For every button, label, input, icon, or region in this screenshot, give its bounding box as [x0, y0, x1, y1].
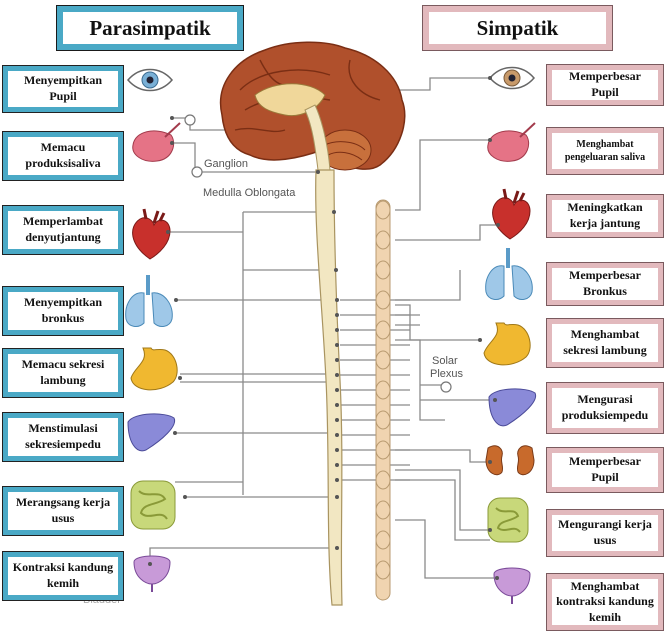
symp-effect-label: Menghambat pengeluaran saliva — [552, 133, 658, 169]
parasympathetic-title: Parasimpatik — [63, 12, 237, 44]
para-effect-bile: Menstimulasi sekresiempedu — [2, 412, 124, 462]
spinal-cord — [315, 169, 343, 606]
para-effect-bladder: Kontraksi kandung kemih — [2, 551, 124, 601]
ganglia — [184, 114, 452, 393]
symp-effect-saliva: Menghambat pengeluaran saliva — [546, 127, 664, 175]
symp-effect-bile: Mengurasi produksiempedu — [546, 382, 664, 434]
symp-effect-stomach: Menghambat sekresi lambung — [546, 318, 664, 368]
symp-effect-bladder: Menghambat kontraksi kandung kemih — [546, 573, 664, 631]
heart-icon — [132, 208, 171, 260]
spinal-nodes — [316, 170, 339, 550]
para-effect-bronchi: Menyempitkan bronkus — [2, 286, 124, 336]
para-effect-intestine: Merangsang kerja usus — [2, 486, 124, 536]
para-effect-label: Memperlambat denyutjantung — [8, 211, 118, 249]
para-effect-label: Merangsang kerja usus — [8, 492, 118, 530]
intestines-icon — [487, 497, 529, 543]
symp-effect-intestine: Mengurangi kerja usus — [546, 509, 664, 557]
stomach-icon — [130, 347, 178, 391]
organ-dots — [148, 76, 500, 580]
symp-effect-pupil: Memperbesar Pupil — [546, 64, 664, 106]
parasympathetic-header: Parasimpatik — [56, 5, 244, 51]
bladder-icon — [493, 567, 531, 604]
para-effect-saliva: Memacu produksisaliva — [2, 131, 124, 181]
liver-icon — [127, 413, 176, 452]
kidneys-icon — [485, 445, 535, 476]
symp-effect-bronchi: Memperbesar Bronkus — [546, 262, 664, 306]
heart-icon — [492, 188, 531, 240]
para-effect-label: Menstimulasi sekresiempedu — [8, 418, 118, 456]
ganglion-label: Ganglion — [204, 158, 249, 170]
para-effect-label: Memacu produksisaliva — [8, 137, 118, 175]
salivary-gland-icon — [132, 122, 181, 162]
solar-plexus-label-2: Plexus — [430, 368, 464, 380]
symp-effect-label: Menghambat kontraksi kandung kemih — [552, 579, 658, 625]
symp-effect-label: Meningkatkan kerja jantung — [552, 200, 658, 232]
medulla-label: Medulla Oblongata — [203, 187, 296, 199]
salivary-gland-icon — [487, 122, 536, 162]
symp-effect-label: Mengurangi kerja usus — [552, 515, 658, 551]
sympathetic-header: Simpatik — [422, 5, 613, 51]
para-effect-label: Menyempitkan bronkus — [8, 292, 118, 330]
symp-effect-kidney: Memperbesar Pupil — [546, 447, 664, 493]
lungs-icon — [125, 275, 173, 327]
para-effect-stomach: Memacu sekresi lambung — [2, 348, 124, 398]
para-effect-label: Kontraksi kandung kemih — [8, 557, 118, 595]
eye-icon — [489, 66, 535, 90]
eye-icon — [127, 68, 173, 92]
symp-effect-heart: Meningkatkan kerja jantung — [546, 194, 664, 238]
symp-effect-label: Memperbesar Pupil — [552, 453, 658, 487]
lungs-icon — [485, 248, 533, 300]
liver-icon — [488, 388, 537, 427]
symp-effect-label: Memperbesar Pupil — [552, 69, 658, 100]
brain — [219, 41, 406, 171]
para-effect-label: Memacu sekresi lambung — [8, 354, 118, 392]
sympathetic-title: Simpatik — [429, 12, 606, 44]
intestines-icon — [130, 480, 176, 530]
para-effect-label: Menyempitkan Pupil — [8, 71, 118, 107]
sympathetic-chain — [375, 199, 391, 601]
para-effect-pupil: Menyempitkan Pupil — [2, 65, 124, 113]
symp-effect-label: Memperbesar Bronkus — [552, 268, 658, 300]
solar-plexus-label-1: Solar — [432, 355, 458, 367]
symp-effect-label: Mengurasi produksiempedu — [552, 388, 658, 428]
stomach-icon — [483, 322, 531, 366]
para-effect-heart: Memperlambat denyutjantung — [2, 205, 124, 255]
bladder-icon — [133, 555, 171, 592]
symp-effect-label: Menghambat sekresi lambung — [552, 324, 658, 362]
